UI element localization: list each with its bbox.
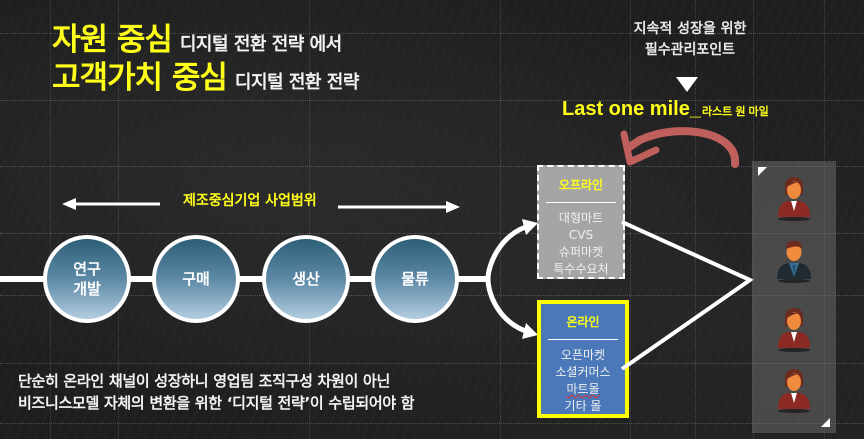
guide-line [695, 0, 696, 439]
node-label: 구매 [182, 270, 210, 288]
guide-line [824, 0, 825, 439]
last-mile-label: Last one mile_라스트 원 마일 [562, 98, 769, 121]
last-mile-ko: 라스트 원 마일 [701, 106, 769, 118]
headline-rest-2: 디지털 전환 전략 [234, 72, 359, 93]
offline-item: 특수수요처 [553, 262, 609, 276]
offline-channel-box: 오프라인 대형마트 CVS 슈퍼마켓 특수수요처 [537, 165, 625, 279]
headline-emphasis-1: 자원 중심 [52, 22, 173, 58]
channel-fork-arrows [485, 219, 538, 339]
guide-line [0, 423, 864, 424]
online-item: 오픈마켓 [560, 348, 606, 362]
guide-line [0, 33, 864, 34]
guide-line [50, 0, 51, 439]
right-arrow-icon [446, 201, 460, 213]
corner-marker-icon [821, 418, 830, 427]
offline-item: CVS [568, 228, 594, 242]
online-item: 마트몰 [566, 382, 600, 396]
online-item: 기타 몰 [564, 399, 602, 413]
guide-line [0, 100, 864, 101]
arrow-up-right-icon [522, 219, 538, 235]
guide-line [0, 166, 864, 167]
corner-marker-icon [758, 167, 767, 176]
conclusion-line-1: 단순히 온라인 채널이 성장하니 영업팀 조직구성 차원이 아닌 [18, 372, 390, 390]
guide-line [630, 0, 631, 439]
left-arrow-icon [62, 198, 76, 210]
headline-rest-1: 디지털 전환 전략 에서 [179, 34, 342, 55]
curved-return-arrow-icon [620, 127, 740, 168]
female-customer-icon [778, 369, 810, 413]
down-triangle-icon [676, 77, 698, 92]
node-production: 생산 [262, 235, 350, 323]
female-customer-icon [778, 308, 810, 352]
guide-line [0, 363, 864, 364]
value-chain-connector [0, 276, 490, 282]
customers-panel [752, 161, 836, 433]
node-label: 물류 [401, 270, 429, 288]
node-logistics: 물류 [371, 235, 459, 323]
key-point-line-2: 필수관리포인트 [644, 42, 736, 58]
divider [546, 202, 616, 203]
node-label: 개발 [73, 280, 101, 298]
scope-arrows [62, 198, 460, 213]
guide-line [118, 0, 119, 439]
online-item: 소셜커머스 [555, 365, 611, 379]
online-channel-box: 온라인 오픈마켓 소셜커머스 마트몰 기타 몰 [537, 300, 629, 418]
node-purchasing: 구매 [152, 235, 240, 323]
channel-to-customer-lines [620, 220, 755, 370]
guide-line [309, 0, 310, 439]
male-customer-icon [777, 240, 811, 283]
female-customer-icon [778, 177, 810, 221]
key-point-note: 지속적 성장을 위한 필수관리포인트 [590, 19, 790, 61]
online-title: 온라인 [566, 315, 600, 329]
offline-item: 대형마트 [558, 211, 604, 225]
conclusion-line-2: 비즈니스모델 자체의 변환을 위한 ‘디지털 전략’이 수립되어야 함 [18, 394, 415, 412]
conclusion-text: 단순히 온라인 채널이 성장하니 영업팀 조직구성 차원이 아닌 비즈니스모델 … [18, 370, 415, 414]
headline-line-2: 고객가치 중심 디지털 전환 전략 [52, 52, 359, 97]
offline-item: 슈퍼마켓 [558, 245, 604, 259]
offline-title: 오프라인 [558, 178, 604, 192]
headline-emphasis-2: 고객가치 중심 [52, 60, 228, 96]
divider [548, 339, 618, 340]
key-point-line-1: 지속적 성장을 위한 [633, 21, 747, 37]
last-mile-en: Last one mile_ [562, 98, 701, 120]
guide-line [0, 233, 864, 234]
guide-line [753, 0, 754, 439]
guide-line [500, 0, 501, 439]
scope-label: 제조중심기업 사업범위 [183, 193, 317, 209]
node-label: 생산 [292, 270, 320, 288]
node-label: 연구 [73, 260, 101, 278]
arrow-down-right-icon [522, 323, 538, 339]
headline-line-1: 자원 중심 디지털 전환 전략 에서 [52, 14, 342, 59]
